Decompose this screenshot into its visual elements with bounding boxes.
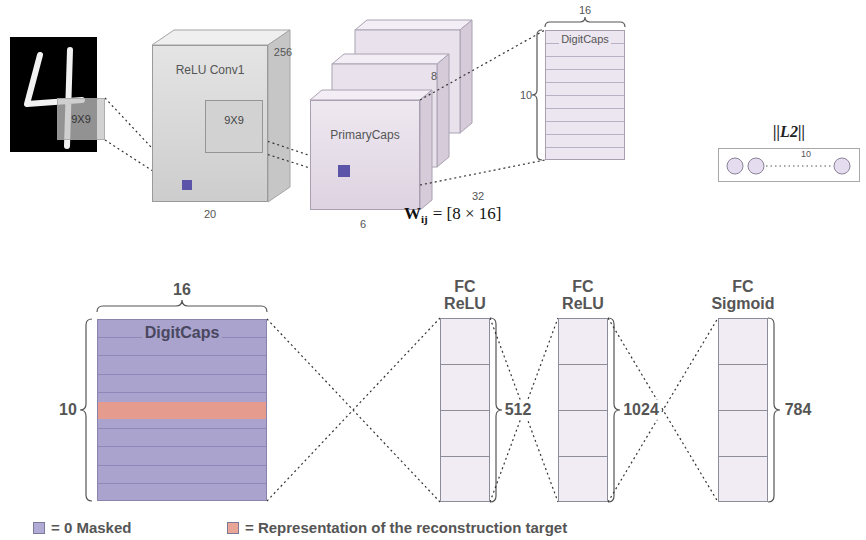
weight-matrix-label: Wij = [8 × 16] [404,204,501,224]
box-side-face [420,90,432,210]
dimension-label: 10 [520,89,532,102]
brace [80,17,780,502]
brace [608,318,620,502]
node-label: PrimaryCaps [330,128,399,142]
brace [532,30,542,160]
kernel-box: 9X9 [205,100,263,153]
dimension-label: 8 [431,70,437,83]
legend-text: = 0 Masked [51,519,131,536]
output-unit [834,158,850,174]
capsule-matrix: DigitCaps [545,30,625,160]
dotted-line [766,165,832,166]
receptive-field [182,180,192,190]
brace [80,319,92,501]
dimension-label: 20 [204,208,216,221]
box-side-face [460,20,472,133]
brace [490,318,502,502]
dimension-label: 512 [503,400,534,420]
dotted-connector [608,318,718,502]
brace [545,17,625,27]
capsule-layer-box: PrimaryCaps [310,100,420,210]
box-top-face [332,54,449,64]
formula-part: = [8 × 16] [433,204,502,224]
box-top-face [355,20,472,30]
node-label: DigitCaps [142,324,223,342]
legend-swatch [227,522,239,534]
node-label: FC ReLU [444,278,486,313]
dotted-connector [420,30,545,185]
dimension-label: 1024 [621,400,661,420]
dotted-connector [105,98,152,171]
box-top-face [310,90,432,100]
output-unit [727,158,743,174]
node-label: 9X9 [71,113,91,125]
formula-part: ij [421,213,428,226]
output-unit [748,158,764,174]
node-label: FC Sigmoid [711,278,774,313]
dimension-label: 784 [783,400,814,420]
box-side-face [437,54,449,167]
node-label: FC ReLU [562,278,604,313]
target-row [98,402,266,419]
dotted-connector [490,318,558,502]
legend-item: = 0 Masked [33,519,131,536]
dimension-label: 256 [274,46,292,59]
dimension-label: 16 [579,4,591,17]
count-label: 10 [801,150,811,159]
dimension-label: 32 [472,190,484,203]
dimension-label: 10 [59,401,77,419]
legend-text: = Representation of the reconstruction t… [245,519,567,536]
fc-layer: FC ReLU [440,318,490,502]
legend-swatch [33,522,45,534]
dimension-label: 16 [173,281,191,299]
formula-part: W [404,204,421,224]
kernel-patch: 9X9 [57,98,105,140]
node-label: ||L2|| [773,123,805,141]
fc-layer: FC ReLU [558,318,608,502]
receptive-field [338,165,350,177]
brace [97,300,267,312]
node-label: ReLU Conv1 [176,63,245,77]
capsule-matrix: DigitCaps [97,319,267,501]
brace [768,318,780,502]
fc-layer: FC Sigmoid [718,318,768,502]
node-label: 9X9 [224,114,244,126]
legend-item: = Representation of the reconstruction t… [227,519,567,536]
dotted-connector [263,140,310,168]
output-vector-box: ||L2||10 [718,148,860,182]
conv-layer-box: ReLU Conv1 9X9 [152,45,268,202]
dimension-label: 6 [360,218,366,231]
node-label: DigitCaps [559,33,611,45]
box-top-face [152,30,290,45]
dotted-connector [267,318,440,502]
